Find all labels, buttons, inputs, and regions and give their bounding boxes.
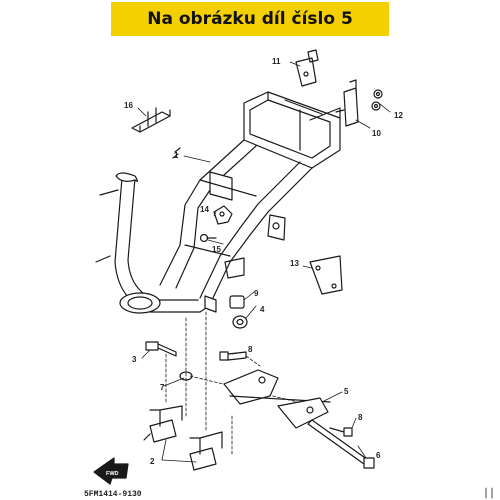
callout-6: 6: [376, 451, 381, 460]
callout-3: 3: [132, 355, 137, 364]
part-11-bracket: [295, 49, 319, 87]
banner-title: Na obrázku díl číslo 5: [147, 9, 353, 29]
part-12-nuts: [371, 89, 383, 111]
callout-1: 1: [174, 151, 179, 160]
callout-4: 4: [260, 305, 265, 314]
callout-13: 13: [290, 259, 299, 268]
callout-15: 15: [212, 245, 221, 254]
part-3-bolt: [145, 341, 177, 357]
part-15-bolt: [199, 233, 217, 243]
part-4-bush: [232, 315, 248, 329]
callout-10: 10: [372, 129, 381, 138]
part-8-bolt-lower: [329, 427, 353, 437]
part-6-bolt: [307, 419, 375, 469]
part-9-bush: [229, 295, 245, 309]
callout-8-upper: 8: [248, 345, 253, 354]
callout-11: 11: [272, 57, 281, 66]
forward-arrow-label: FWD: [106, 471, 119, 477]
callout-8-lower: 8: [358, 413, 363, 422]
part-16-bracket: [131, 107, 171, 133]
forward-arrow-icon: [93, 457, 129, 485]
callout-14: 14: [200, 205, 209, 214]
callout-9: 9: [254, 289, 259, 298]
callout-2: 2: [150, 457, 155, 466]
callout-16: 16: [124, 101, 133, 110]
part-5-stand: [223, 369, 331, 429]
part-10-bracket: [335, 79, 359, 127]
part-2-damper: [143, 405, 223, 471]
part-8-bolt: [219, 351, 247, 361]
part-13-plate: [309, 255, 343, 295]
diagram-code: 5FM1414-9130: [84, 490, 142, 499]
highlight-banner: Na obrázku díl číslo 5: [111, 2, 389, 36]
frame-part: [95, 91, 341, 314]
part-14-bracket: [213, 205, 233, 225]
callout-7: 7: [160, 383, 165, 392]
callout-12: 12: [394, 111, 403, 120]
callout-5: 5: [344, 387, 349, 396]
